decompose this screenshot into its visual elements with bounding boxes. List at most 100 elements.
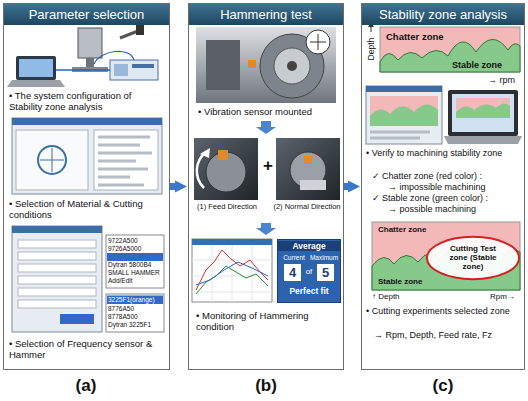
score-text: of [301,267,317,277]
analysis-screenshot [456,103,510,118]
setup-drawing [136,25,144,35]
list-item: SMALL HAMMER [108,269,160,277]
software-screenshot [12,226,164,332]
check-item: → possible machining [388,204,476,215]
setup-drawing [132,64,154,68]
zone-text: Cutting Test zone (Stable zone) [440,244,506,272]
step-note: • Selection of Frequency sensor & Hammer [9,338,165,361]
analysis-screenshot [444,136,522,144]
panel-heading: Parameter selection [4,4,169,25]
score-box: AverageCurrentMaximum4of5Perfect fit [277,239,341,303]
software-screenshot [12,118,162,194]
stability-chart [372,222,520,290]
score-title: Average [278,241,340,251]
oval-outline [427,237,519,279]
panel-heading: Stability zone analysis [362,4,524,25]
setup-drawing [19,59,53,77]
axis-label: → rpm [488,75,515,86]
machine-photo [206,40,240,90]
score-heading: Current [279,254,309,262]
setup-drawing [86,58,94,67]
signal-plot [192,239,272,302]
analysis-screenshot [370,132,430,138]
list-item: Add/Edit [108,277,133,285]
list-item: 9726A5000 [108,245,141,253]
list-item: 8778A500 [108,313,138,321]
setup-drawing [94,51,134,64]
setup-drawing [110,60,158,80]
software-screenshot [18,288,96,296]
zone-label: Stable zone [378,277,422,287]
stability-chart [372,222,520,290]
signal-plot [196,262,268,285]
panel-letter: (b) [248,376,284,396]
sensor-photo [194,138,340,200]
down-arrow [256,121,276,235]
machine-photo [196,27,336,103]
machine-photo [310,34,326,50]
axis-label: ↑ Depth [372,292,400,302]
panel-box: Parameter selection [3,3,170,370]
software-screenshot [38,146,66,174]
analysis-screenshot [448,90,518,136]
zone-label: Chatter zone [386,31,444,42]
software-screenshot [18,252,96,260]
software-screenshot [12,226,102,233]
step-note: • Vibration sensor mounted [198,106,340,117]
setup-drawing [7,80,65,87]
analysis-screenshot [366,86,442,92]
software-screenshot [107,253,163,261]
score-result: Perfect fit [278,286,340,296]
sensor-photo [194,138,258,200]
photo-caption: (1) Feed Direction [192,202,262,211]
sensor-photo [304,156,312,164]
check-item: → impossible machining [388,182,486,193]
step-note: • The system configuration of Stability … [9,90,165,113]
software-screenshot [12,118,162,194]
software-screenshot [94,130,158,190]
list-item: 3225F1(orange) [108,296,155,304]
machine-photo [274,48,310,84]
machine-photo [287,61,297,71]
step-note: • Selection of Material & Cutting condit… [9,198,165,221]
software-screenshot [107,296,163,305]
stability-chart [368,22,520,72]
flow-arrow [344,183,351,190]
stability-chart [380,27,520,72]
step-note: • Monitoring of Hammering condition [196,310,340,333]
setup-drawing [7,25,158,87]
setup-drawing [114,64,128,76]
setup-drawing [56,69,110,71]
step-note: • Verify to machining stability zone [366,148,521,159]
sensor-photo [300,180,326,190]
software-screenshot [106,294,164,332]
software-screenshot [60,314,94,324]
panel-letter: (a) [68,376,104,396]
machine-photo [306,30,330,54]
list-item: Dytran 3225F1 [108,321,151,329]
analysis-screenshot [366,86,442,144]
software-screenshot [16,130,88,190]
software-screenshot [12,226,102,332]
machine-photo [196,27,336,103]
machine-photo [248,60,256,68]
step-note: → Rpm, Depth, Feed rate, Fz [374,330,522,341]
flow-arrow [170,183,178,190]
score-value: 4 [284,264,301,281]
software-screenshot [98,137,152,185]
down-arrow [256,223,276,235]
sensor-photo [218,150,228,160]
photo-caption: (2) Normal Direction [271,202,343,211]
sensor-photo [276,138,340,200]
score-value: 5 [317,264,334,281]
plus-sign: + [260,156,276,176]
setup-drawing [78,28,102,58]
analysis-screenshot [370,104,438,126]
signal-plot [192,245,272,302]
list-item: 8776A50 [108,305,134,313]
analysis-screenshot [370,96,438,126]
zone-label: Chatter zone [378,225,426,235]
setup-drawing [16,56,56,80]
stability-chart [380,39,520,72]
test-zone-oval: Cutting Test zone (Stable zone) [425,235,521,281]
